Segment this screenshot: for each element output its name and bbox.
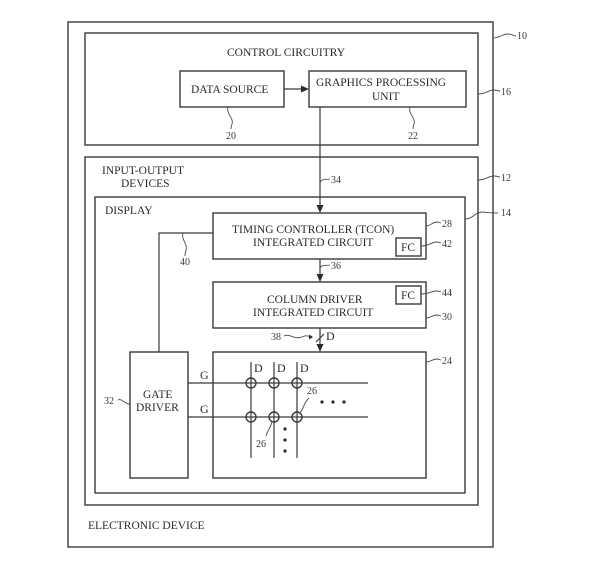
pixel <box>245 377 257 389</box>
ref-38: 38 <box>271 332 281 343</box>
electronic-device-label: ELECTRONIC DEVICE <box>88 520 205 532</box>
pixel <box>291 377 303 389</box>
arrowhead-icon <box>301 85 309 93</box>
ref-12: 12 <box>501 173 511 184</box>
ellipsis-dot <box>283 427 287 431</box>
ref-20: 20 <box>226 131 236 142</box>
gpu-label-line1: GRAPHICS PROCESSING <box>316 77 446 89</box>
electronic-device: ELECTRONIC DEVICE 10 <box>67 21 527 548</box>
control-circuitry-label: CONTROL CIRCUITRY <box>227 47 346 59</box>
ref-34: 34 <box>331 175 341 186</box>
gate-driver-block: GATE DRIVER 32 <box>104 351 189 479</box>
tcon-to-gate-line <box>158 232 213 352</box>
pixel <box>268 377 280 389</box>
tcon-fc-block <box>395 237 422 257</box>
gpu-block: GRAPHICS PROCESSING UNIT 22 <box>308 70 467 142</box>
ref-36: 36 <box>331 261 341 272</box>
arrowhead-icon <box>316 344 324 352</box>
display-block: DISPLAY 14 <box>94 196 511 494</box>
data-source-block: DATA SOURCE 20 <box>179 70 285 142</box>
arrowhead-icon <box>316 274 324 282</box>
pixel-array-block: 24 G G D D D 26 26 <box>188 351 452 479</box>
arrowhead-icon <box>309 334 313 340</box>
io-devices-block: INPUT-OUTPUT DEVICES 12 <box>84 156 511 506</box>
io-devices-label-line1: INPUT-OUTPUT <box>102 165 184 177</box>
column-fc-block <box>395 285 422 305</box>
ref-44: 44 <box>442 288 452 299</box>
ellipsis-dot <box>283 438 287 442</box>
ref-22: 22 <box>408 131 418 142</box>
data-line-label: D <box>300 361 309 375</box>
ref-30: 30 <box>442 312 452 323</box>
gate-line-label: G <box>200 368 209 382</box>
pixel <box>291 411 303 423</box>
gate-line-label: G <box>200 402 209 416</box>
column-fc-label: FC <box>401 290 415 302</box>
pixel <box>268 411 280 423</box>
pixel <box>245 411 257 423</box>
column-bus-label: D <box>326 329 335 343</box>
ref-40: 40 <box>180 257 190 268</box>
tcon-block: TIMING CONTROLLER (TCON) INTEGRATED CIRC… <box>212 212 452 260</box>
tcon-label-line2: INTEGRATED CIRCUIT <box>253 237 373 249</box>
data-line-label: D <box>254 361 263 375</box>
ref-26: 26 <box>256 439 266 450</box>
control-circuitry-block: CONTROL CIRCUITRY 16 <box>84 32 511 146</box>
column-driver-block: COLUMN DRIVER INTEGRATED CIRCUIT FC 44 3… <box>212 281 452 329</box>
ellipsis-dot <box>342 400 346 404</box>
ref-42: 42 <box>442 239 452 250</box>
ref-10: 10 <box>517 31 527 42</box>
gpu-label-line2: UNIT <box>372 91 399 103</box>
display-label: DISPLAY <box>105 205 153 217</box>
column-driver-label-line2: INTEGRATED CIRCUIT <box>253 307 373 319</box>
ellipsis-dot <box>320 400 324 404</box>
ref-24: 24 <box>442 356 452 367</box>
tcon-fc-label: FC <box>401 242 415 254</box>
ref-28: 28 <box>442 219 452 230</box>
io-devices-label-line2: DEVICES <box>121 178 170 190</box>
data-source-label: DATA SOURCE <box>191 84 268 96</box>
column-driver-label-line1: COLUMN DRIVER <box>267 294 363 306</box>
ellipsis-dot <box>331 400 335 404</box>
ellipsis-dot <box>283 449 287 453</box>
ref-32: 32 <box>104 396 114 407</box>
gate-driver-label-line2: DRIVER <box>136 402 179 414</box>
ref-16: 16 <box>501 87 511 98</box>
gate-driver-label-line1: GATE <box>143 389 172 401</box>
tcon-label-line1: TIMING CONTROLLER (TCON) <box>232 224 394 236</box>
arrowhead-icon <box>316 205 324 213</box>
ref-26: 26 <box>307 386 317 397</box>
bus-slash <box>315 333 325 343</box>
data-line-label: D <box>277 361 286 375</box>
ref-14: 14 <box>501 208 511 219</box>
